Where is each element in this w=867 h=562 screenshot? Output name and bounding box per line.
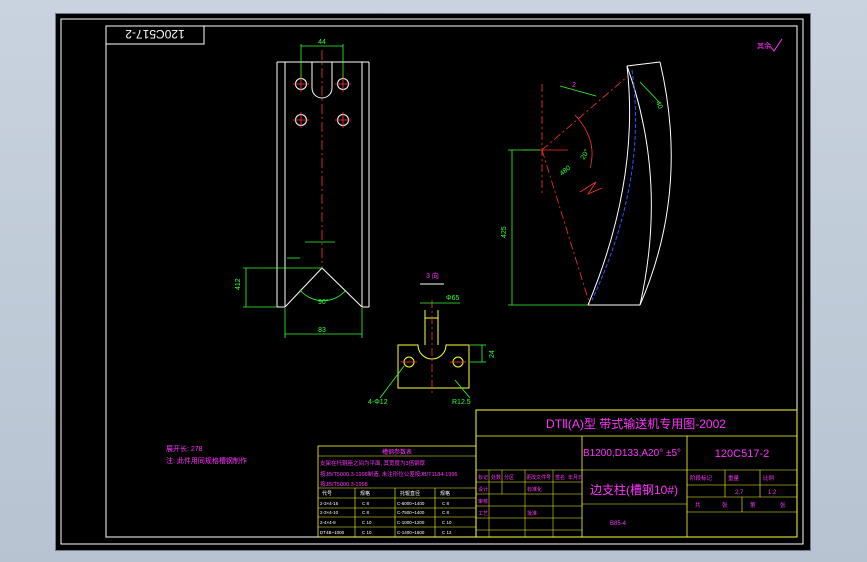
- table-cell: C 12: [442, 530, 452, 535]
- table-cell: C-1400~1600: [397, 530, 425, 535]
- table-note-3: 按JB/T5000.3-1998: [320, 480, 368, 488]
- cell-label: 标记: [478, 474, 488, 481]
- note-line-2: 注: 此件用同规格槽钢制作: [166, 456, 247, 465]
- cell-label: 张: [780, 501, 786, 509]
- table-title: 槽钢参数表: [382, 448, 412, 456]
- table-header-2: 托辊直径: [400, 490, 420, 497]
- label-2: 2: [572, 82, 576, 89]
- table-cell: 2-3×4-10: [320, 510, 339, 515]
- table-cell: C 8: [442, 501, 450, 506]
- cell-label: 张: [722, 501, 728, 509]
- cell-label: 审核: [478, 498, 488, 505]
- drawing-canvas[interactable]: [55, 13, 811, 551]
- cell-label: 标准化: [527, 486, 542, 493]
- dim-bottom-width: 83: [318, 327, 326, 334]
- table-cell: C 10: [362, 520, 372, 525]
- roughness-symbol-icon: [769, 38, 783, 52]
- cell-label: 年月日: [568, 474, 583, 481]
- table-cell: C 8: [442, 510, 450, 515]
- dim-40: 40: [654, 100, 663, 110]
- dim-480: 480: [559, 165, 573, 178]
- roughness-note: 其余: [757, 41, 771, 50]
- title-drawing-no: 120C517-2: [715, 448, 769, 460]
- cell-label: 签名: [555, 474, 565, 481]
- table-cell: C 8: [362, 501, 370, 506]
- outer-border: [60, 18, 804, 545]
- cell-label: 重量: [728, 474, 740, 482]
- table-header-1: 规格: [360, 490, 370, 497]
- title-bottom-code: B85-4: [610, 521, 627, 527]
- scale-value: 1:2: [768, 490, 777, 496]
- title-block: DTⅡ(A)型 带式输送机专用图-2002 B1200,D133,A20° ±5…: [475, 409, 798, 538]
- table-cell: C 8: [362, 510, 370, 515]
- table-note-1: 支架在托辊座之间为平面, 其宽度为3倍钢厚: [320, 459, 426, 467]
- side-view: 425 480 20° 40 2: [501, 61, 672, 306]
- note-line-1: 展开长: 278: [166, 444, 203, 453]
- dim-425: 425: [501, 226, 508, 238]
- cell-label: 共: [695, 501, 701, 509]
- title-spec: B1200,D133,A20° ±5°: [583, 448, 681, 459]
- section-view: 3 向 Φ65 24 4-Φ12 R12.5: [368, 271, 496, 406]
- weight-value: 2.7: [735, 490, 744, 496]
- title-main: DTⅡ(A)型 带式输送机专用图-2002: [546, 416, 726, 431]
- table-cell: 2-3×4-15: [320, 501, 339, 506]
- dim-phi65: Φ65: [446, 295, 459, 302]
- param-table: 槽钢参数表 支架在托辊座之间为平面, 其宽度为3倍钢厚 按JB/T5000.3-…: [317, 445, 477, 538]
- table-cell: C 10: [442, 520, 452, 525]
- table-cell: C-6000~1400: [397, 501, 425, 506]
- section-label: 3 向: [426, 271, 439, 280]
- dim-angle: 90°: [318, 298, 329, 306]
- table-note-2: 按JB/T5000.3-1998制造, 未注形位公差按JB/T1184-1996: [320, 470, 457, 478]
- table-cell: C 10: [362, 530, 372, 535]
- cell-label: 设计: [478, 486, 488, 493]
- front-view: 44 83 412 90°: [235, 39, 370, 338]
- dim-section-right: 24: [489, 350, 496, 358]
- dim-angle-right: 20°: [579, 148, 591, 161]
- cell-label: 第: [750, 501, 756, 509]
- table-cell: DT4B~1000: [320, 530, 345, 535]
- table-cell: C-7500~1400: [397, 510, 425, 515]
- dim-r125: R12.5: [452, 399, 471, 406]
- cell-label: 阶段标记: [690, 474, 713, 482]
- cell-label: 处数: [491, 474, 501, 481]
- table-cell: C-1000~1200: [397, 520, 425, 525]
- cell-label: 比例: [763, 474, 775, 482]
- table-header-0: 代号: [322, 490, 332, 497]
- dim-holes: 4-Φ12: [368, 399, 388, 406]
- dim-height-left: 412: [235, 278, 242, 290]
- cell-label: 工艺: [478, 511, 488, 517]
- reversed-title-box: [105, 25, 205, 45]
- cell-label: 批准: [527, 510, 537, 517]
- dim-top-width: 44: [318, 39, 326, 46]
- title-part-name: 边支柱(槽钢10#): [590, 482, 678, 497]
- table-header-3: 规格: [440, 490, 450, 497]
- cell-label: 分区: [504, 474, 514, 481]
- cell-label: 更改文件号: [526, 474, 551, 481]
- reversed-title: 120C517-2: [125, 27, 185, 41]
- table-cell: 2-4×4-8: [320, 520, 336, 525]
